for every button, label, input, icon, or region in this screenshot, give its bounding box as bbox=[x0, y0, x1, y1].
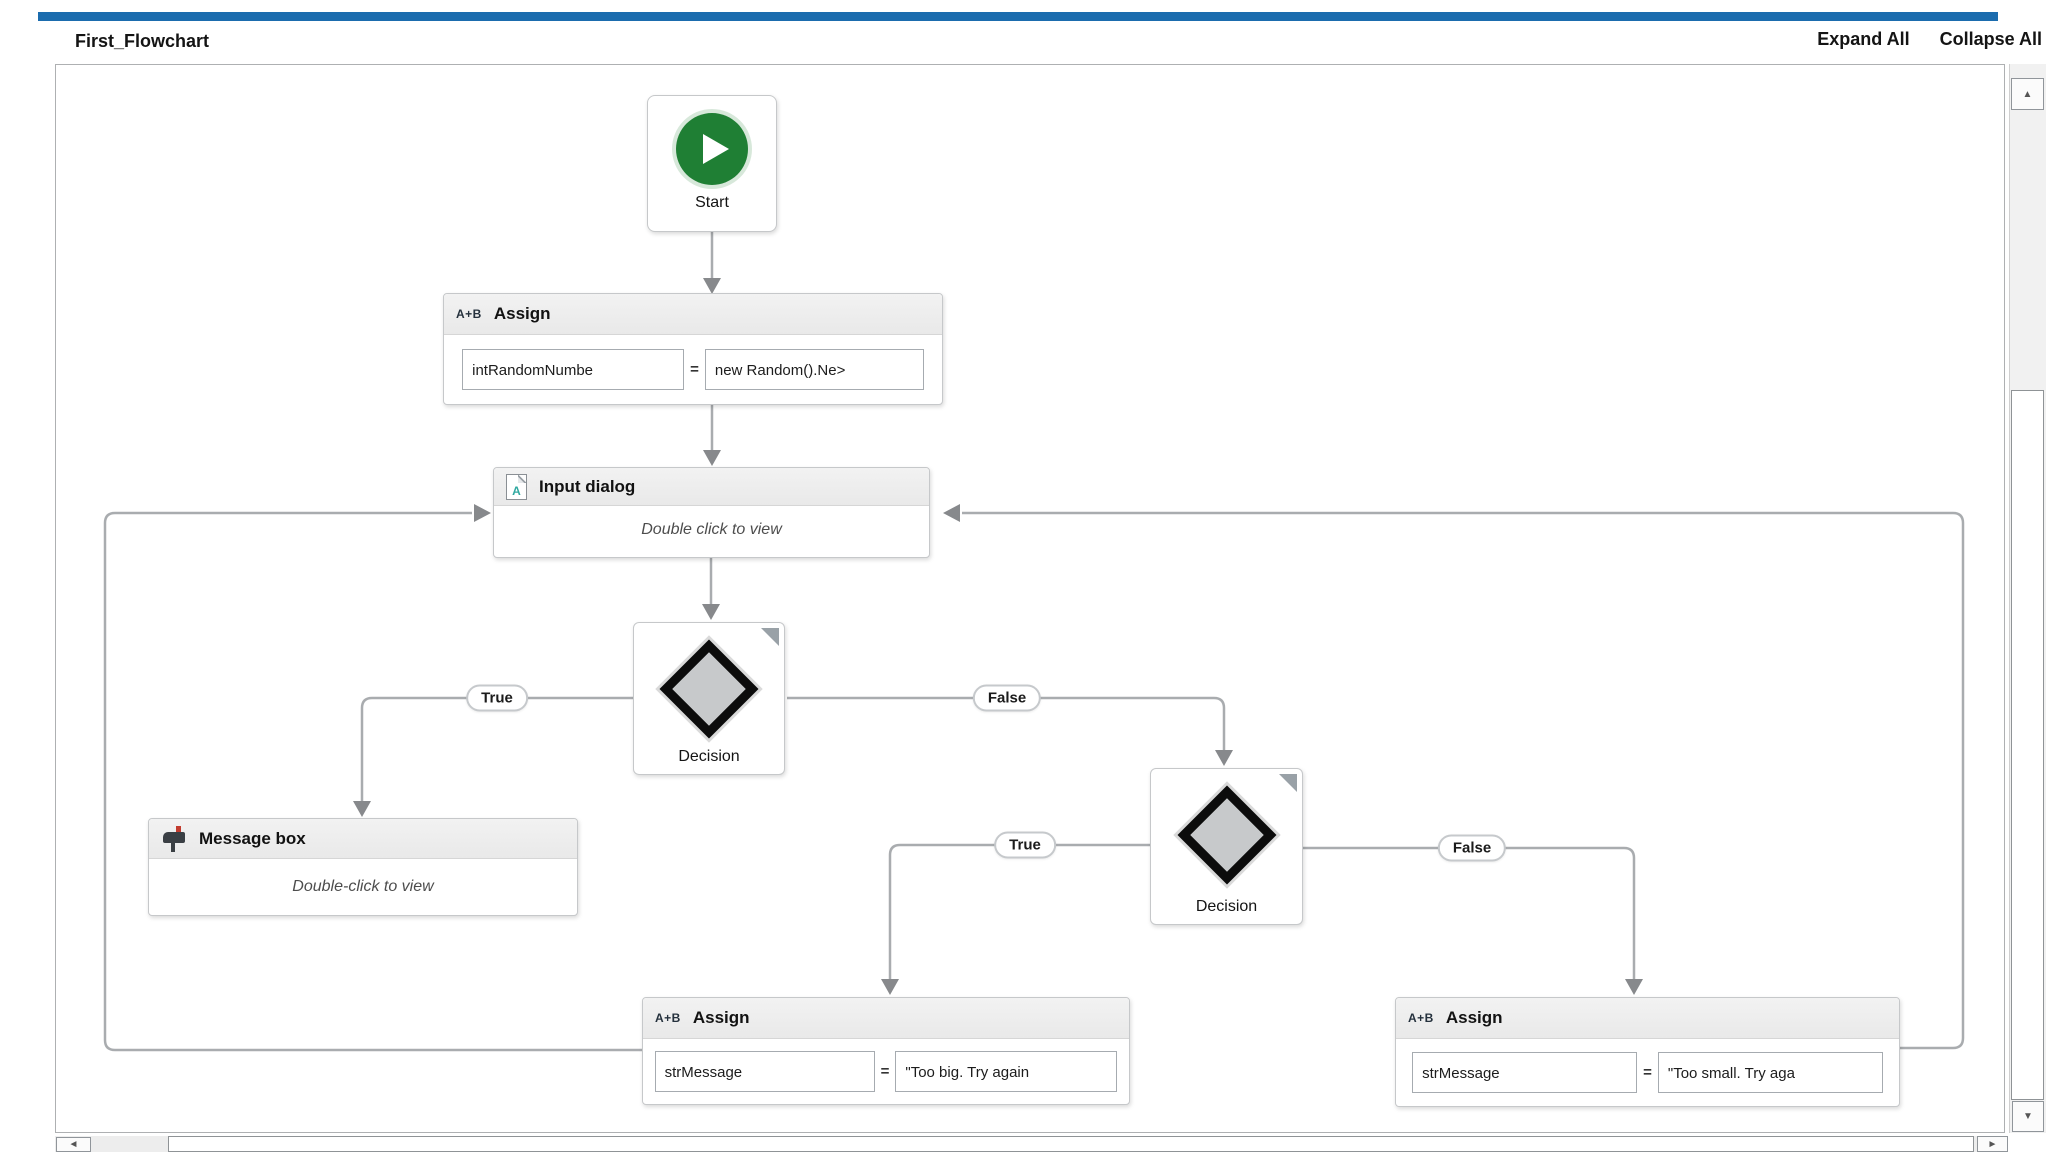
assign-target-field[interactable]: intRandomNumbe bbox=[462, 349, 685, 390]
mailbox-icon bbox=[161, 825, 187, 852]
collapse-corner-icon[interactable] bbox=[761, 628, 779, 646]
accent-bar bbox=[38, 12, 1998, 21]
branch-label-true[interactable]: True bbox=[994, 831, 1056, 859]
branch-label-false[interactable]: False bbox=[972, 684, 1042, 712]
node-start[interactable]: Start bbox=[647, 95, 777, 232]
decision-diamond-icon bbox=[1177, 785, 1276, 885]
scroll-right-button[interactable]: ► bbox=[1977, 1136, 2008, 1152]
decision-label: Decision bbox=[1195, 898, 1258, 915]
assign-icon: A+B bbox=[1408, 1011, 1434, 1025]
assign-icon: A+B bbox=[456, 307, 482, 321]
equals-sign: = bbox=[690, 361, 699, 378]
node-message-box[interactable]: Message box Double-click to view bbox=[148, 818, 578, 916]
equals-sign: = bbox=[1643, 1064, 1652, 1081]
decision-label: Decision bbox=[678, 748, 740, 765]
activity-title: Input dialog bbox=[539, 476, 636, 496]
header-actions: Expand All Collapse All bbox=[1817, 29, 2042, 50]
node-assign-random[interactable]: A+B Assign intRandomNumbe = new Random()… bbox=[443, 293, 943, 405]
branch-label-false[interactable]: False bbox=[1437, 834, 1507, 862]
play-icon bbox=[676, 113, 748, 185]
node-decision-1[interactable]: Decision bbox=[633, 622, 785, 775]
activity-title: Assign bbox=[692, 1008, 750, 1027]
branch-label-true[interactable]: True bbox=[466, 684, 528, 712]
collapsed-hint: Double click to view bbox=[641, 521, 782, 538]
scroll-left-button[interactable]: ◄ bbox=[56, 1137, 91, 1152]
activity-title: Assign bbox=[1445, 1008, 1503, 1027]
node-decision-2[interactable]: Decision bbox=[1150, 768, 1303, 925]
scroll-up-button[interactable]: ▲ bbox=[2011, 78, 2044, 110]
assign-icon: A+B bbox=[655, 1011, 681, 1025]
flowchart-title: First_Flowchart bbox=[75, 31, 210, 51]
assign-value-field[interactable]: "Too big. Try again bbox=[895, 1051, 1118, 1092]
expand-all-button[interactable]: Expand All bbox=[1817, 29, 1910, 49]
collapse-all-button[interactable]: Collapse All bbox=[1939, 29, 2042, 49]
assign-value-field[interactable]: "Too small. Try aga bbox=[1657, 1052, 1883, 1093]
left-arrow-icon: ◄ bbox=[68, 1139, 79, 1150]
document-icon: A bbox=[506, 473, 527, 500]
right-arrow-icon: ► bbox=[1987, 1138, 1998, 1150]
start-label: Start bbox=[695, 194, 729, 211]
assign-target-field[interactable]: strMessage bbox=[1412, 1052, 1638, 1093]
activity-title: Message box bbox=[199, 828, 306, 848]
flowchart-canvas[interactable] bbox=[55, 64, 2005, 1133]
vertical-scrollbar-thumb[interactable] bbox=[2011, 390, 2044, 1100]
node-input-dialog[interactable]: A Input dialog Double click to view bbox=[493, 467, 930, 558]
equals-sign: = bbox=[880, 1063, 890, 1080]
assign-target-field[interactable]: strMessage bbox=[654, 1051, 875, 1092]
collapse-corner-icon[interactable] bbox=[1279, 774, 1297, 792]
activity-title: Assign bbox=[493, 304, 551, 323]
horizontal-scrollbar-thumb[interactable] bbox=[168, 1136, 1974, 1152]
node-assign-too-big[interactable]: A+B Assign strMessage = "Too big. Try ag… bbox=[642, 997, 1130, 1105]
scroll-down-button[interactable]: ▼ bbox=[2012, 1101, 2044, 1132]
up-arrow-icon: ▲ bbox=[2022, 88, 2033, 100]
down-arrow-icon: ▼ bbox=[2023, 1111, 2033, 1122]
decision-diamond-icon bbox=[659, 639, 759, 739]
node-assign-too-small[interactable]: A+B Assign strMessage = "Too small. Try … bbox=[1395, 997, 1900, 1107]
collapsed-hint: Double-click to view bbox=[292, 877, 434, 895]
assign-value-field[interactable]: new Random().Ne> bbox=[704, 349, 924, 390]
